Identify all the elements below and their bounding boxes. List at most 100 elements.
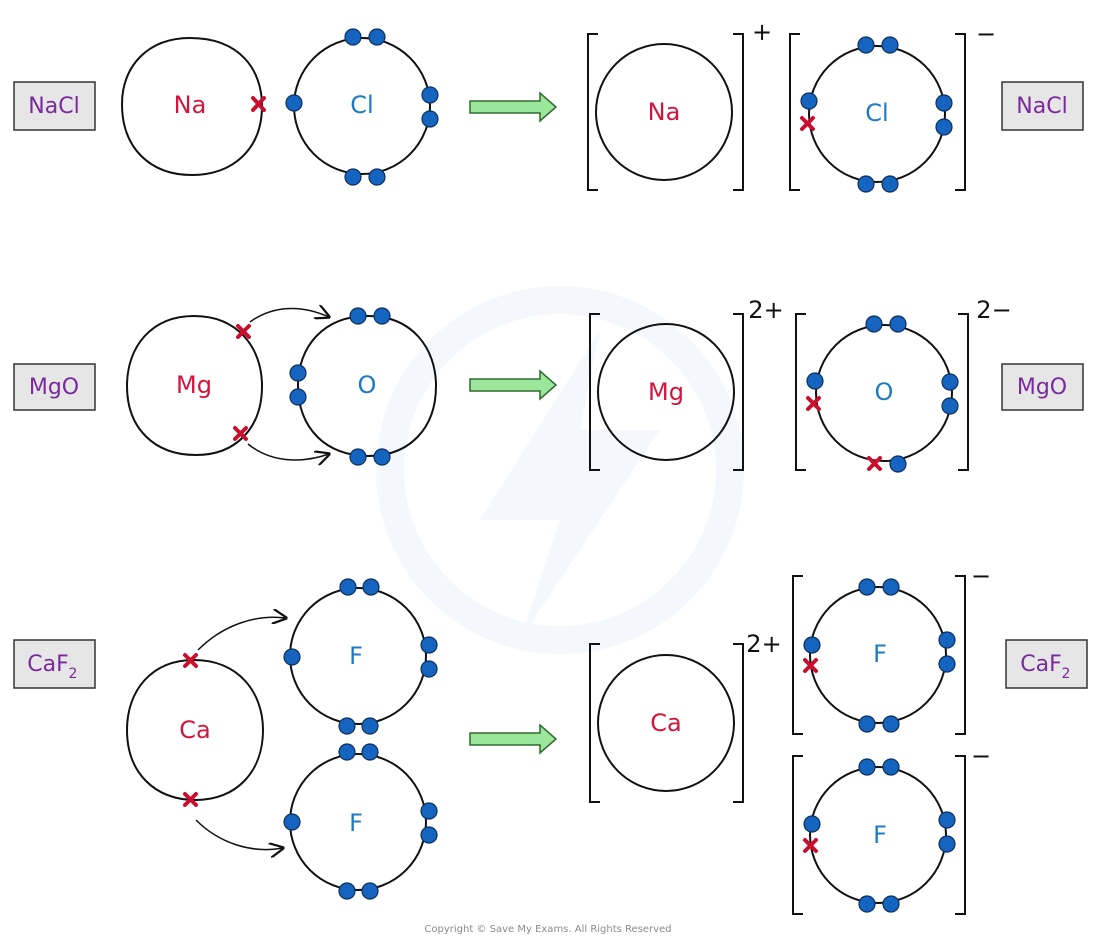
electron-dot bbox=[803, 815, 821, 833]
electron-dot bbox=[283, 813, 301, 831]
oxide-ion: O 2− bbox=[795, 296, 1012, 473]
compound-label-left: NaCl bbox=[13, 81, 96, 131]
copyright-notice: Copyright © Save My Exams. All Rights Re… bbox=[424, 924, 671, 935]
atom-symbol: Na bbox=[174, 91, 207, 119]
compound-label-right: CaF 2 bbox=[1005, 639, 1088, 689]
compound-label-right: MgO bbox=[1001, 363, 1084, 411]
compound-label-text: MgO bbox=[1017, 375, 1067, 400]
reaction-arrow bbox=[469, 723, 558, 755]
ion-symbol: Mg bbox=[648, 378, 684, 406]
compound-label-right: NaCl bbox=[1001, 81, 1084, 131]
watermark-logo bbox=[376, 286, 744, 654]
electron-cross bbox=[803, 658, 818, 673]
electron-dot bbox=[344, 168, 362, 186]
electron-dot bbox=[361, 743, 379, 761]
electron-cross bbox=[800, 116, 815, 131]
electron-dot bbox=[889, 455, 907, 473]
ion-charge: − bbox=[971, 742, 991, 770]
electron-dot bbox=[338, 717, 356, 735]
electron-dot bbox=[338, 743, 356, 761]
compound-label-left: CaF 2 bbox=[13, 639, 96, 689]
electron-cross bbox=[803, 838, 818, 853]
electron-dot bbox=[338, 882, 356, 900]
fluoride-ion-2: F − bbox=[792, 742, 991, 915]
electron-dot bbox=[421, 110, 439, 128]
magnesium-ion: Mg 2+ bbox=[589, 296, 784, 471]
fluorine-atom-1: F bbox=[283, 578, 438, 735]
electron-dot bbox=[938, 631, 956, 649]
electron-transfer-arrow bbox=[195, 819, 283, 850]
atom-symbol: Ca bbox=[179, 716, 210, 744]
compound-label-text: NaCl bbox=[1016, 94, 1067, 119]
ion-symbol: Ca bbox=[650, 709, 681, 737]
electron-dot bbox=[858, 758, 876, 776]
electron-dot bbox=[938, 655, 956, 673]
electron-dot bbox=[882, 758, 900, 776]
electron-dot bbox=[806, 372, 824, 390]
electron-dot bbox=[289, 388, 307, 406]
chloride-ion: Cl − bbox=[789, 20, 996, 193]
electron-transfer-arrow bbox=[197, 617, 286, 651]
formula-main: CaF bbox=[27, 652, 69, 677]
electron-dot bbox=[420, 636, 438, 654]
formula-subscript: 2 bbox=[69, 666, 78, 682]
electron-cross bbox=[236, 324, 251, 339]
electron-dot bbox=[283, 648, 301, 666]
electron-dot bbox=[858, 715, 876, 733]
formula-main: CaF bbox=[1020, 652, 1062, 677]
electron-dot bbox=[858, 895, 876, 913]
electron-dot bbox=[935, 118, 953, 136]
compound-label-left: MgO bbox=[13, 363, 96, 411]
electron-dot bbox=[420, 802, 438, 820]
electron-dot bbox=[938, 811, 956, 829]
ion-charge: − bbox=[976, 20, 996, 48]
electron-dot bbox=[289, 364, 307, 382]
electron-cross bbox=[183, 792, 198, 807]
ion-symbol: F bbox=[873, 821, 887, 849]
calcium-atom: Ca bbox=[125, 617, 286, 850]
electron-dot bbox=[881, 36, 899, 54]
electron-dot bbox=[361, 882, 379, 900]
ion-symbol: Cl bbox=[865, 99, 888, 127]
electron-dot bbox=[361, 717, 379, 735]
electron-dot bbox=[349, 307, 367, 325]
electron-cross bbox=[233, 426, 248, 441]
electron-dot bbox=[889, 315, 907, 333]
atom-symbol: Mg bbox=[176, 371, 212, 399]
ion-charge: 2− bbox=[976, 296, 1011, 324]
row-nacl: NaCl Na Cl Na + bbox=[13, 18, 1084, 193]
compound-label-text: NaCl bbox=[28, 94, 79, 119]
ion-symbol: O bbox=[875, 378, 894, 406]
fluoride-ion-1: F − bbox=[792, 562, 991, 735]
electron-dot bbox=[938, 835, 956, 853]
electron-dot bbox=[882, 715, 900, 733]
electron-dot bbox=[941, 373, 959, 391]
formula-subscript: 2 bbox=[1062, 666, 1071, 682]
atom-symbol: F bbox=[349, 809, 363, 837]
reaction-arrow bbox=[469, 369, 558, 401]
electron-dot bbox=[362, 578, 380, 596]
electron-dot bbox=[882, 578, 900, 596]
electron-dot bbox=[935, 94, 953, 112]
electron-dot bbox=[857, 175, 875, 193]
electron-dot bbox=[865, 315, 883, 333]
sodium-atom: Na bbox=[120, 36, 266, 177]
electron-cross bbox=[867, 456, 882, 471]
atom-symbol: F bbox=[349, 642, 363, 670]
ion-symbol: F bbox=[873, 640, 887, 668]
electron-dot bbox=[881, 175, 899, 193]
ion-symbol: Na bbox=[648, 98, 681, 126]
electron-dot bbox=[800, 92, 818, 110]
electron-dot bbox=[858, 578, 876, 596]
electron-dot bbox=[857, 36, 875, 54]
electron-cross bbox=[806, 396, 821, 411]
reaction-arrow bbox=[469, 91, 558, 123]
compound-label-text: MgO bbox=[29, 375, 79, 400]
magnesium-atom: Mg bbox=[125, 308, 329, 460]
electron-cross bbox=[183, 653, 198, 668]
electron-dot bbox=[941, 397, 959, 415]
electron-dot bbox=[803, 636, 821, 654]
electron-cross bbox=[251, 96, 266, 112]
electron-dot bbox=[339, 578, 357, 596]
